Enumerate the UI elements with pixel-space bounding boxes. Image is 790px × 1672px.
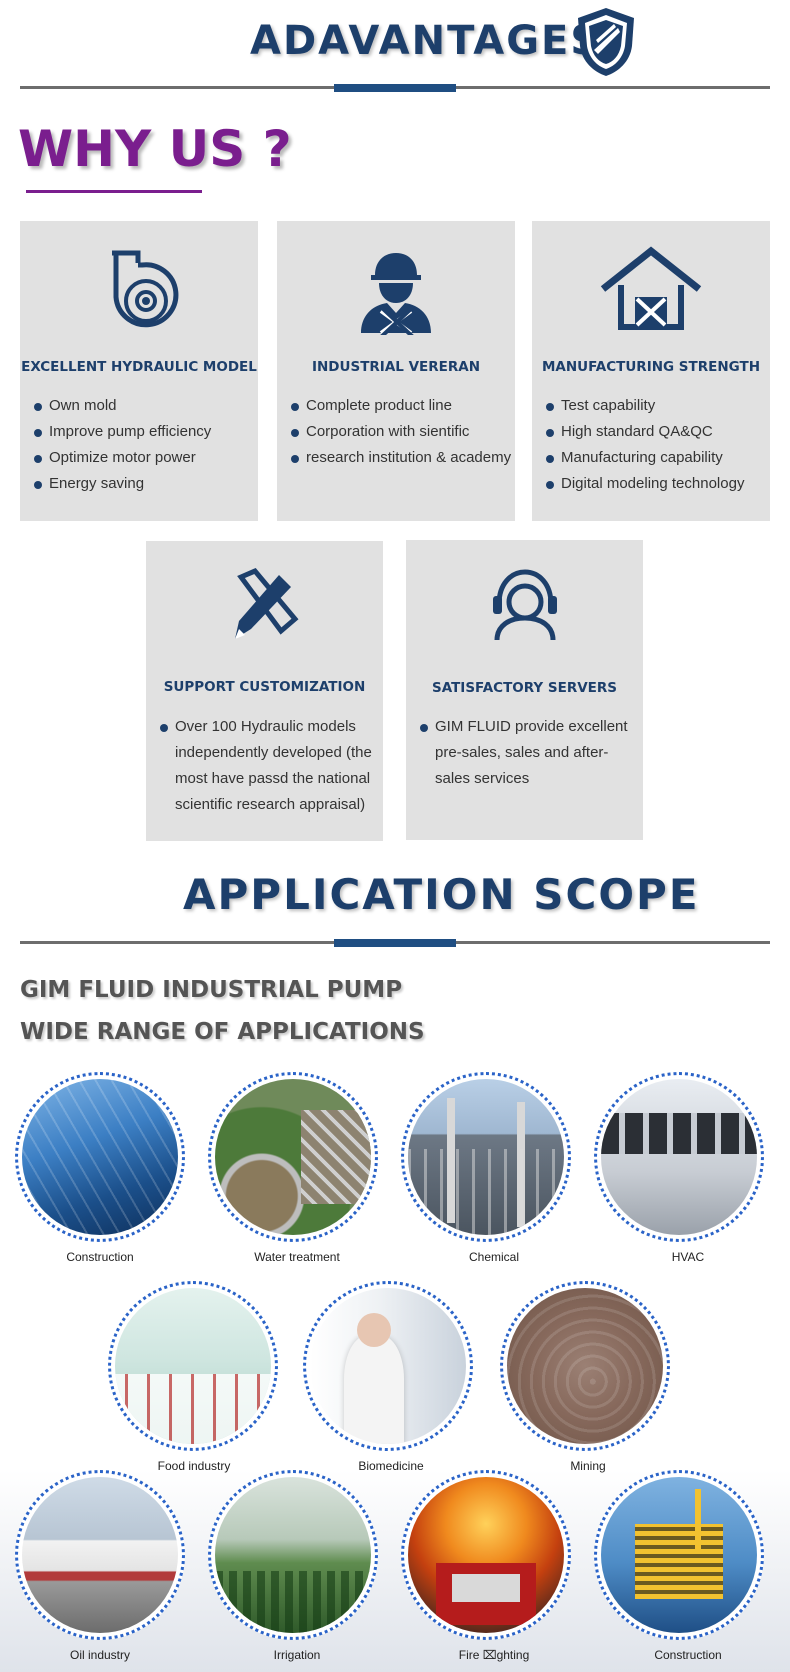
application-image-chemical bbox=[401, 1072, 571, 1242]
list-item: Optimize motor power bbox=[32, 445, 252, 471]
card-manufacturing-strength: MANUFACTURING STRENGTH Test capability H… bbox=[532, 221, 770, 521]
card-title: EXCELLENT HYDRAULIC MODEL bbox=[21, 359, 257, 375]
application-image-biomedicine bbox=[303, 1281, 473, 1451]
card-list: Complete product line Corporation with s… bbox=[289, 393, 513, 471]
application-image-oil-industry bbox=[15, 1470, 185, 1640]
application-image-mining bbox=[500, 1281, 670, 1451]
card-title: SUPPORT CUSTOMIZATION bbox=[163, 679, 366, 695]
application-label: Construction bbox=[66, 1250, 134, 1264]
application-label: Water treatment bbox=[254, 1250, 340, 1264]
application-label: Oil industry bbox=[69, 1648, 131, 1662]
card-industrial-veteran: INDUSTRIAL VERERAN Complete product line… bbox=[277, 221, 515, 521]
application-image-construction bbox=[15, 1072, 185, 1242]
list-item: Corporation with sientific bbox=[289, 419, 513, 445]
list-item: Test capability bbox=[544, 393, 768, 419]
list-item: GIM FLUID provide excellent pre-sales, s… bbox=[418, 714, 633, 792]
advantages-divider-accent bbox=[334, 84, 456, 92]
turbine-icon bbox=[112, 250, 179, 328]
card-satisfactory-servers: SATISFACTORY SERVERS GIM FLUID provide e… bbox=[406, 540, 643, 840]
shield-icon bbox=[578, 8, 634, 76]
application-label: HVAC bbox=[671, 1250, 705, 1264]
card-list: Test capability High standard QA&QC Manu… bbox=[544, 393, 768, 497]
application-scope-title: APPLICATION SCOPE bbox=[183, 870, 700, 919]
application-image-food-industry bbox=[108, 1281, 278, 1451]
application-label: Food industry bbox=[157, 1459, 231, 1473]
card-title: SATISFACTORY SERVERS bbox=[431, 680, 618, 696]
application-subtitle-line1: GIM FLUID INDUSTRIAL PUMP bbox=[20, 977, 403, 1003]
card-title: INDUSTRIAL VERERAN bbox=[311, 359, 481, 375]
application-label: Chemical bbox=[468, 1250, 519, 1264]
list-item: Improve pump efficiency bbox=[32, 419, 252, 445]
application-image-water-treatment bbox=[208, 1072, 378, 1242]
list-item: research institution & academy bbox=[289, 445, 513, 471]
worker-icon bbox=[361, 253, 431, 335]
factory-tools-icon bbox=[600, 246, 702, 330]
application-label: Irrigation bbox=[273, 1648, 321, 1662]
why-us-title: WHY US ? bbox=[18, 120, 292, 178]
card-list: Over 100 Hydraulic models independently … bbox=[158, 714, 373, 818]
card-list: Own mold Improve pump efficiency Optimiz… bbox=[32, 393, 252, 497]
application-label: Mining bbox=[570, 1459, 606, 1473]
application-label: Fire ⌧ghting bbox=[458, 1648, 530, 1662]
list-item: High standard QA&QC bbox=[544, 419, 768, 445]
application-label: Construction bbox=[654, 1648, 722, 1662]
pencil-ruler-icon bbox=[234, 567, 298, 639]
list-item: Complete product line bbox=[289, 393, 513, 419]
list-item: Over 100 Hydraulic models independently … bbox=[158, 714, 373, 818]
application-subtitle-line2: WIDE RANGE OF APPLICATIONS bbox=[20, 1019, 425, 1045]
list-item: Manufacturing capability bbox=[544, 445, 768, 471]
headset-icon bbox=[492, 569, 557, 641]
advantages-title: ADAVANTAGES bbox=[250, 18, 602, 64]
application-label: Biomedicine bbox=[358, 1459, 424, 1473]
application-image-hvac bbox=[594, 1072, 764, 1242]
list-item: Energy saving bbox=[32, 471, 252, 497]
list-item: Digital modeling technology bbox=[544, 471, 768, 497]
application-divider-accent bbox=[334, 939, 456, 947]
card-hydraulic-model: EXCELLENT HYDRAULIC MODEL Own mold Impro… bbox=[20, 221, 258, 521]
application-image-irrigation bbox=[208, 1470, 378, 1640]
application-image-firefighting bbox=[401, 1470, 571, 1640]
why-us-underline bbox=[26, 190, 202, 193]
application-image-offshore-construction bbox=[594, 1470, 764, 1640]
list-item: Own mold bbox=[32, 393, 252, 419]
card-title: MANUFACTURING STRENGTH bbox=[541, 359, 761, 375]
card-support-customization: SUPPORT CUSTOMIZATION Over 100 Hydraulic… bbox=[146, 541, 383, 841]
card-list: GIM FLUID provide excellent pre-sales, s… bbox=[418, 714, 633, 792]
